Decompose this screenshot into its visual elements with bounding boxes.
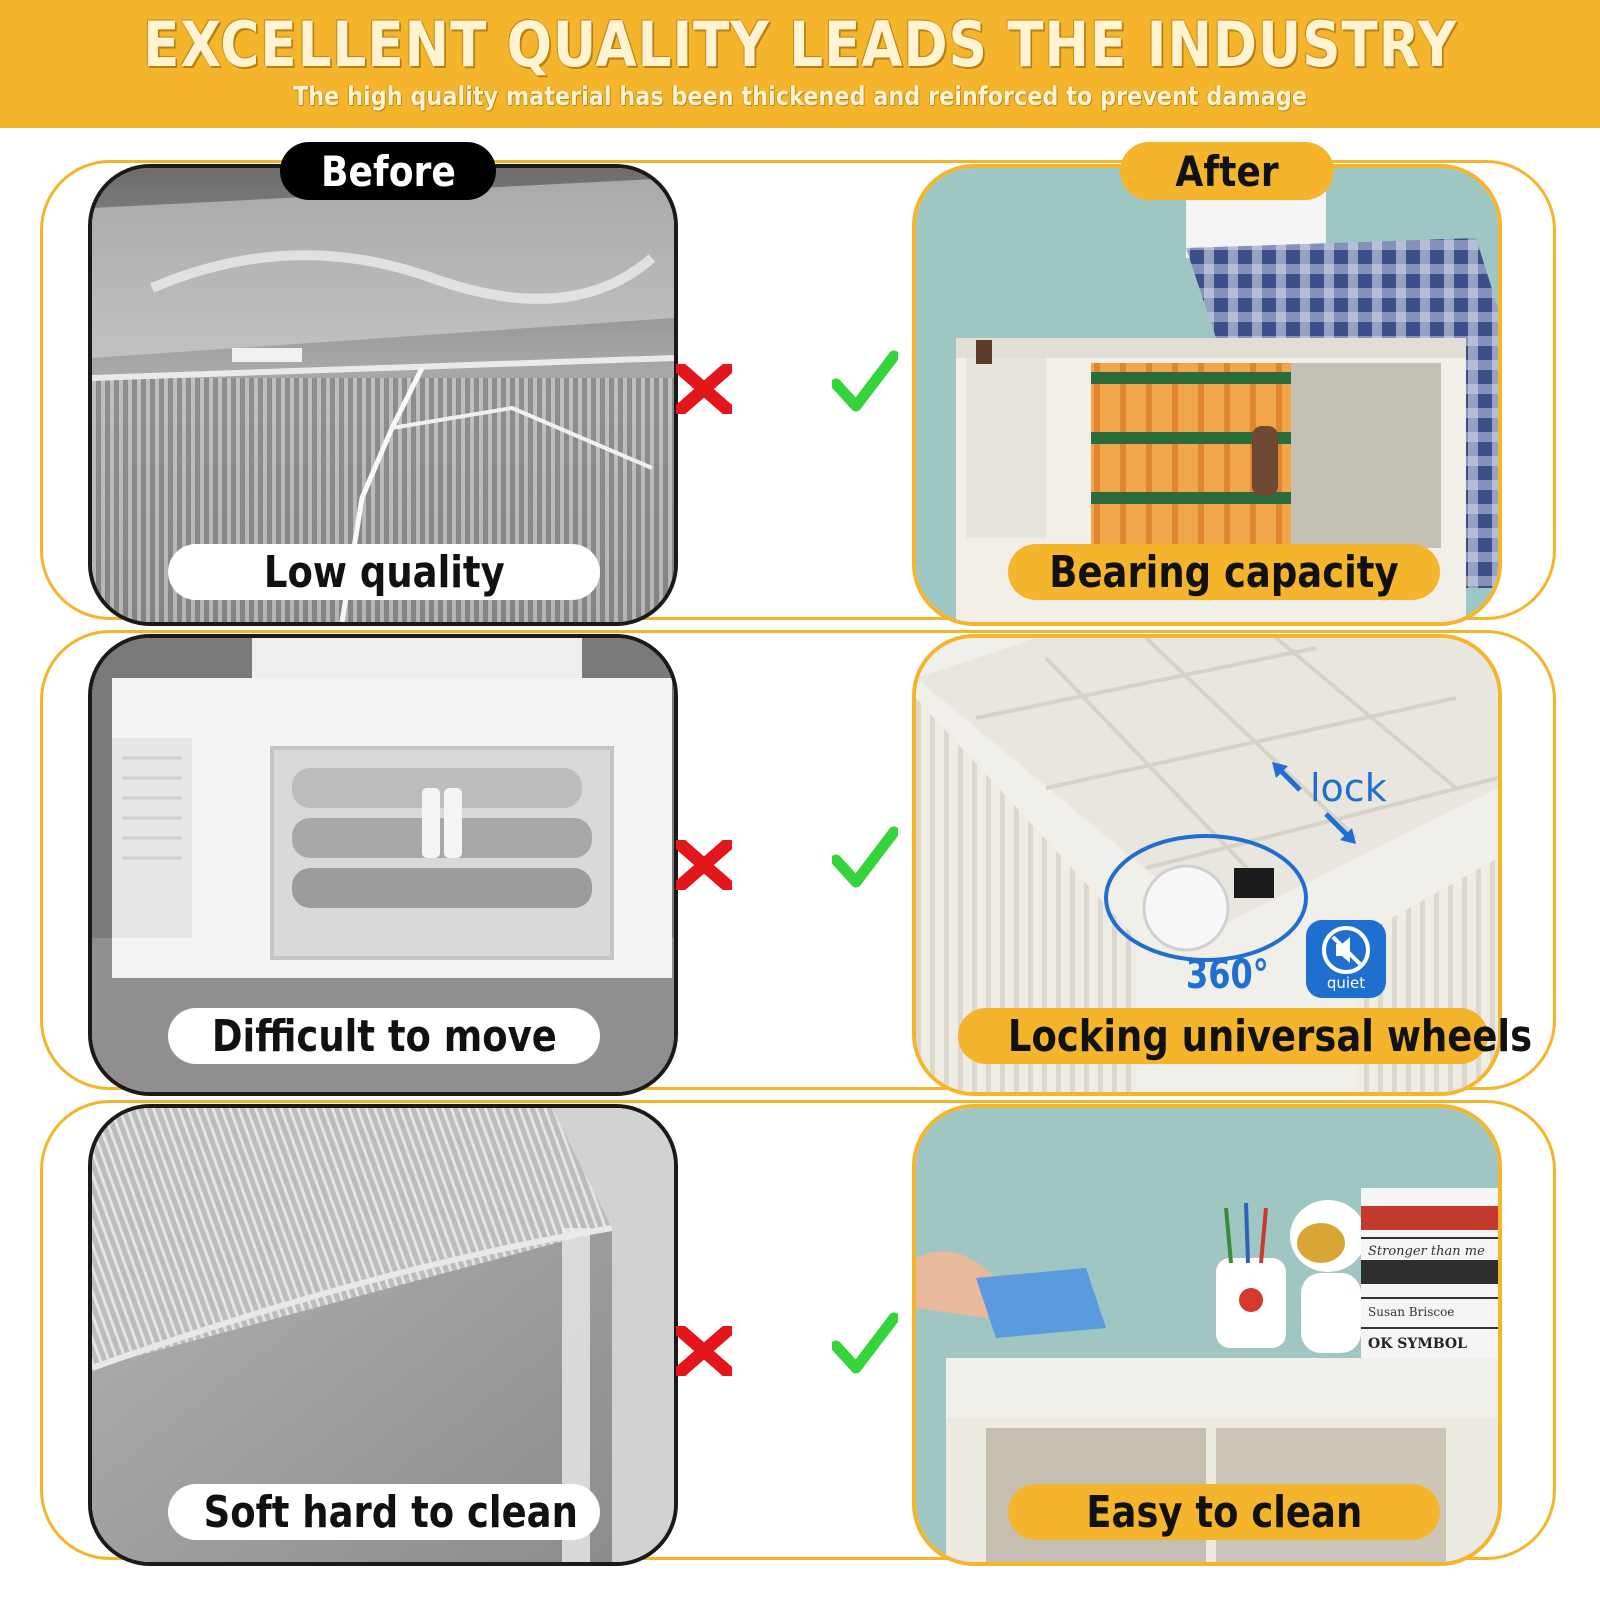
mute-icon — [1322, 926, 1370, 974]
cross-icon — [670, 1320, 738, 1382]
lock-label: lock — [1310, 766, 1387, 810]
after-caption-1: Bearing capacity — [1008, 544, 1440, 600]
quiet-label: quiet — [1326, 974, 1366, 992]
before-photo-difficult-to-move — [88, 634, 678, 1096]
after-caption-3: Easy to clean — [1008, 1484, 1440, 1540]
book-spine-2: Susan Briscoe — [1368, 1305, 1454, 1319]
comparison-row-3 — [40, 1100, 1556, 1560]
before-caption-3: Soft hard to clean — [168, 1484, 600, 1540]
cross-icon — [670, 358, 738, 420]
header-banner: EXCELLENT QUALITY LEADS THE INDUSTRY The… — [0, 0, 1600, 128]
comparison-row-2 — [40, 630, 1556, 1090]
page-subtitle: The high quality material has been thick… — [293, 82, 1307, 112]
after-label: After — [1120, 142, 1334, 200]
check-icon — [830, 826, 900, 890]
cross-icon — [670, 834, 738, 896]
comparison-row-1 — [40, 160, 1556, 620]
before-caption-2: Difficult to move — [168, 1008, 600, 1064]
check-icon — [830, 1312, 900, 1376]
lock-arrow-down-icon — [1322, 810, 1358, 846]
book-spine-1: Stronger than me — [1368, 1244, 1485, 1259]
after-caption-2: Locking universal wheels — [958, 1008, 1532, 1064]
book-spine-3: OK SYMBOL — [1368, 1336, 1467, 1352]
quiet-badge: quiet — [1306, 920, 1386, 998]
before-label: Before — [280, 142, 496, 200]
before-caption-1: Low quality — [168, 544, 600, 600]
check-icon — [830, 350, 900, 414]
lock-arrow-up-icon — [1270, 760, 1306, 796]
page-title: EXCELLENT QUALITY LEADS THE INDUSTRY — [142, 8, 1458, 81]
rotation-label: 360° — [1186, 952, 1269, 998]
